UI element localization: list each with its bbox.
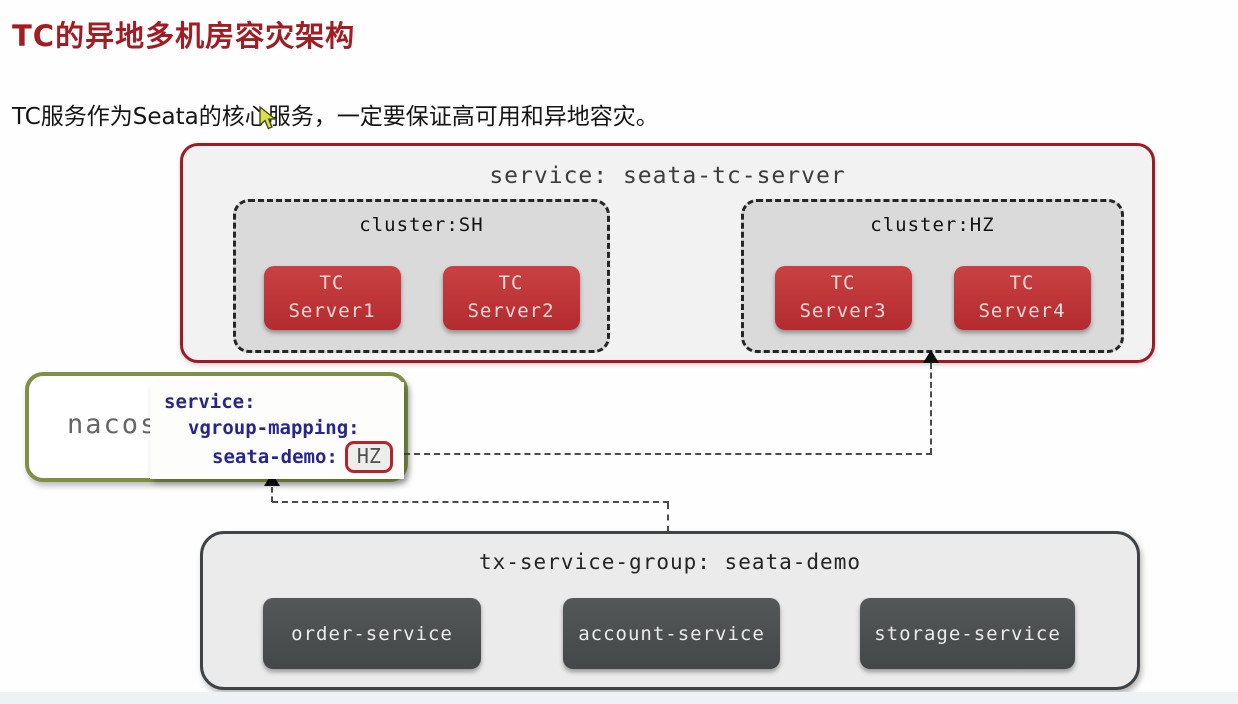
config-line-service: service: [164,391,256,413]
cluster-sh-label: cluster:SH [359,214,484,236]
account-service-box: account-service [563,598,780,669]
storage-service-box: storage-service [860,598,1075,669]
config-line-seata-demo: seata-demo: HZ [164,441,404,473]
tx-service-group-title: tx-service-group: seata-demo [478,550,861,574]
page-subtitle: TC服务作为Seata的核心服务，一定要保证高可用和异地容灾。 [12,104,659,130]
config-key-seata-demo: seata-demo: [212,446,338,468]
tc-server3-label-line1: TC [830,272,856,295]
tc-server4-label-line2: Server4 [978,300,1066,322]
cluster-hz-box: cluster:HZ TC Server3 TC Server4 [741,199,1124,353]
page-title: TC的异地多机房容灾架构 [12,19,356,53]
cluster-sh-server-row: TC Server1 TC Server2 [236,266,607,330]
tc-server1-label-line1: TC [319,272,345,295]
order-service-box: order-service [263,598,481,669]
tc-server4-box: TC Server4 [953,266,1091,330]
tc-server2-box: TC Server2 [442,266,580,330]
connector-group-to-nacos-horizontal [272,501,669,503]
tc-server2-label-line1: TC [498,272,524,295]
connector-group-to-nacos-down-segment [667,503,669,532]
mouse-cursor-icon [259,106,277,130]
tc-server3-label-line2: Server3 [799,300,887,322]
tc-server-panel-title: service: seata-tc-server [489,163,846,189]
tc-server4-label-line1: TC [1009,272,1035,295]
connector-group-to-nacos-up-segment [271,487,273,502]
tc-server1-label-line2: Server1 [288,300,376,322]
tc-server1-box: TC Server1 [263,266,401,330]
cluster-hz-server-row: TC Server3 TC Server4 [744,266,1121,330]
connector-hz-chip-to-cluster-hz-horizontal [404,453,932,455]
tc-server3-box: TC Server3 [774,266,912,330]
connector-hz-chip-to-cluster-hz-vertical [930,363,932,454]
tc-server2-label-line2: Server2 [467,300,555,322]
tx-service-group-panel: tx-service-group: seata-demo order-servi… [200,531,1140,690]
bottom-edge-strip [0,692,1238,704]
config-line-vgroup-mapping: vgroup-mapping: [188,417,360,439]
nacos-config-snippet: service: vgroup-mapping: seata-demo: HZ [150,382,404,479]
cluster-hz-label: cluster:HZ [870,214,995,236]
arrowhead-into-cluster-hz [923,350,939,363]
mapped-cluster-value-chip: HZ [344,441,393,473]
cluster-sh-box: cluster:SH TC Server1 TC Server2 [233,199,610,353]
nacos-label: nacos [67,409,159,440]
